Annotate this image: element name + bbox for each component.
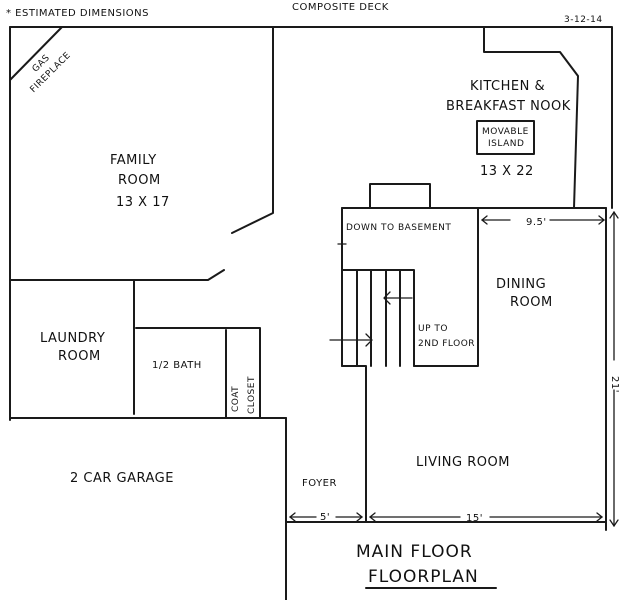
kitchen-size: 13 X 22 — [480, 164, 534, 179]
arrow-up-stairs — [383, 291, 413, 305]
title-floorplan: FLOORPLAN — [368, 567, 479, 587]
svg-text:CLOSET: CLOSET — [247, 376, 257, 414]
composite-deck-label: COMPOSITE DECK — [292, 2, 389, 13]
dimension-side-arrowhead — [609, 210, 619, 528]
title-main-floor: MAIN FLOOR — [356, 542, 473, 562]
movable-island-label-2: ISLAND — [488, 139, 524, 149]
family-room-label: FAMILY — [110, 153, 157, 168]
dimension-living-arrowhead — [368, 512, 604, 522]
living-room-label: LIVING ROOM — [416, 455, 510, 470]
foyer-label: FOYER — [302, 478, 337, 489]
dimension-foyer-arrowhead — [288, 512, 364, 522]
up-to-2nd-floor-label-2: 2ND FLOOR — [418, 339, 475, 349]
breakfast-nook-label: BREAKFAST NOOK — [446, 99, 571, 114]
kitchen-label: KITCHEN & — [470, 79, 545, 94]
laundry-room-label: LAUNDRY — [40, 331, 105, 346]
up-to-2nd-floor-label: UP TO — [418, 324, 448, 334]
side-dimension-label: 21' — [609, 376, 620, 393]
dining-room-label: DINING — [496, 277, 546, 292]
svg-text:COAT: COAT — [231, 386, 241, 412]
kitchen-counter — [483, 26, 579, 209]
coat-closet-label: COAT — [231, 386, 241, 412]
wall — [231, 26, 274, 234]
basement-top-step — [369, 183, 431, 209]
movable-island-label: MOVABLE — [482, 127, 529, 137]
wall — [413, 207, 479, 367]
dimension-dining-arrowhead — [480, 215, 606, 225]
coat-closet-label-2: CLOSET — [247, 376, 257, 414]
laundry-room-label-2: ROOM — [58, 349, 101, 364]
date-label: 3-12-14 — [564, 15, 603, 25]
garage-wall — [9, 417, 287, 601]
wall — [9, 269, 225, 281]
living-dimension-label: 15' — [466, 513, 483, 524]
arrow-stair-entry — [329, 333, 373, 347]
estimated-dimensions-note: * ESTIMATED DIMENSIONS — [6, 8, 149, 19]
exterior-wall — [9, 26, 613, 209]
half-bath-label: 1/2 BATH — [152, 360, 202, 371]
fireplace-outline — [9, 26, 63, 81]
family-room-size: 13 X 17 — [116, 195, 170, 210]
foyer-dimension-label: 5' — [320, 512, 330, 523]
basement-landing — [341, 269, 415, 367]
family-room-label-2: ROOM — [118, 173, 161, 188]
wall — [135, 327, 261, 419]
garage-label: 2 CAR GARAGE — [70, 471, 174, 486]
down-to-basement-label: DOWN TO BASEMENT — [346, 223, 451, 233]
island-outline — [476, 120, 535, 155]
gas-fireplace-label: GAS FIREPLACE — [29, 51, 73, 95]
wall — [341, 365, 367, 523]
dining-dimension-label: 9.5' — [526, 217, 547, 228]
dining-room-label-2: ROOM — [510, 295, 553, 310]
